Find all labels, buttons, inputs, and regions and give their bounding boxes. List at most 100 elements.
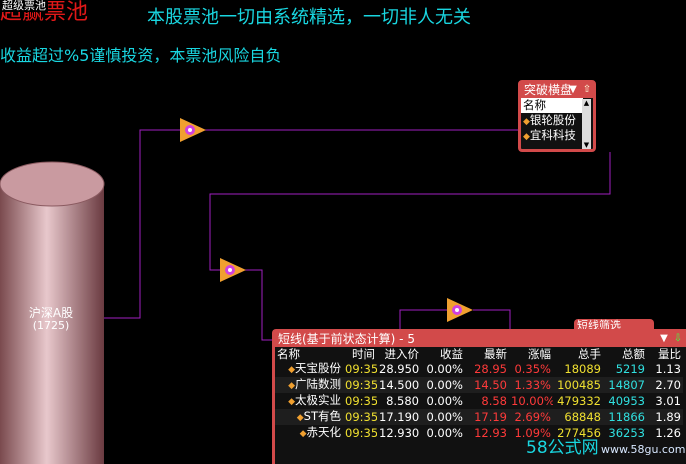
cell-latest: 28.95 <box>474 362 507 376</box>
list-item[interactable]: ◆银轮股份 <box>521 113 583 128</box>
cell-change: 2.69% <box>514 410 551 424</box>
cell-time: 09:35 <box>345 362 377 376</box>
breakout-panel-header[interactable]: 突破横盘 ▼ ⇧ <box>521 83 593 98</box>
stock-name: 太极实业 <box>295 393 341 407</box>
column-header[interactable]: 量比 <box>658 347 681 361</box>
column-header[interactable]: 时间 <box>352 347 375 361</box>
breakout-list: 名称 ◆银轮股份 ◆宜科科技 <box>521 98 583 143</box>
cell-gain: 0.00% <box>426 410 463 424</box>
cell-time: 09:35 <box>345 394 377 408</box>
dropdown-icon[interactable]: ▼ <box>660 333 668 344</box>
diamond-icon: ◆ <box>288 397 295 407</box>
filter-node-icon[interactable] <box>180 118 206 142</box>
risk-warning-text: 收益超过%5谨慎投资，本票池风险自负 <box>0 46 282 65</box>
cell-volume: 100485 <box>557 378 601 392</box>
column-header[interactable]: 总手 <box>578 347 601 361</box>
short-term-panel-header[interactable]: 短线(基于前状态计算) - 5 ▼ ⇩ <box>275 332 686 347</box>
cell-change: 10.00% <box>511 394 553 408</box>
list-item-label: 宜科科技 <box>529 128 576 142</box>
table-row[interactable]: ◆赤天化 09:35 12.930 0.00% 12.93 1.09% 2774… <box>275 425 683 441</box>
table-row[interactable]: ◆天宝股份 09:35 28.950 0.00% 28.95 0.35% 180… <box>275 361 683 377</box>
table-row[interactable]: ◆ST有色 09:35 17.190 0.00% 17.19 2.69% 688… <box>275 409 683 425</box>
list-item-label: 银轮股份 <box>529 113 576 127</box>
diamond-icon: ◆ <box>299 429 307 439</box>
cell-change: 1.09% <box>514 426 551 440</box>
column-header[interactable]: 最新 <box>484 347 507 361</box>
pin-icon[interactable]: ⇧ <box>582 84 592 95</box>
cell-gain: 0.00% <box>426 362 463 376</box>
slogan-text: 本股票池一切由系统精选，一切非人无关 <box>147 7 471 28</box>
breakout-panel-title: 突破横盘 <box>524 83 573 97</box>
stock-pool-cylinder[interactable] <box>0 161 105 464</box>
results-table: 名称 时间 进入价 收益 最新 涨幅 总手 总额 量比 ◆天宝股份 09:35 … <box>275 347 683 441</box>
cell-gain: 0.00% <box>426 394 463 408</box>
cell-change: 1.33% <box>514 378 551 392</box>
cell-vol-ratio: 1.13 <box>655 362 681 376</box>
pin-icon[interactable]: ⇩ <box>673 333 683 344</box>
pool-name: 沪深A股 <box>28 306 74 320</box>
cell-gain: 0.00% <box>426 378 463 392</box>
cell-vol-ratio: 1.89 <box>655 410 681 424</box>
cell-entry-price: 28.950 <box>379 362 420 376</box>
table-row[interactable]: ◆广陆数测 09:35 14.500 0.00% 14.50 1.33% 100… <box>275 377 683 393</box>
cell-change: 0.35% <box>514 362 551 376</box>
column-header[interactable]: 进入价 <box>384 347 420 361</box>
cell-time: 09:35 <box>345 378 377 392</box>
short-term-panel-title: 短线(基于前状态计算) - 5 <box>278 332 415 346</box>
cell-entry-price: 17.190 <box>379 410 420 424</box>
column-header[interactable]: 总额 <box>622 347 645 361</box>
cell-vol-ratio: 1.26 <box>655 426 681 440</box>
cell-vol-ratio: 3.01 <box>655 394 681 408</box>
cell-vol-ratio: 2.70 <box>655 378 681 392</box>
cell-volume: 479332 <box>557 394 601 408</box>
scroll-down-icon[interactable]: ▼ <box>583 141 590 149</box>
cell-amount: 11866 <box>608 410 645 424</box>
diamond-icon: ◆ <box>523 132 530 142</box>
dropdown-icon[interactable]: ▼ <box>569 84 577 95</box>
cell-entry-price: 14.500 <box>379 378 420 392</box>
cell-volume: 18089 <box>564 362 601 376</box>
diamond-icon: ◆ <box>296 413 304 423</box>
short-term-panel[interactable]: 短线(基于前状态计算) - 5 ▼ ⇩ 名称 时间 进入价 收益 最新 涨幅 总… <box>272 329 686 464</box>
app-title-overlay: 超级票池 <box>0 0 48 12</box>
filter-node-icon[interactable] <box>220 258 246 282</box>
cell-amount: 5219 <box>615 362 645 376</box>
diamond-icon: ◆ <box>288 381 295 391</box>
diamond-icon: ◆ <box>288 365 295 375</box>
cell-latest: 17.19 <box>474 410 507 424</box>
filter-node-icon[interactable] <box>447 298 473 322</box>
breakout-panel[interactable]: 突破横盘 ▼ ⇧ 名称 ◆银轮股份 ◆宜科科技 ▲ ▼ <box>518 80 596 152</box>
column-header[interactable]: 涨幅 <box>528 347 551 361</box>
cell-latest: 14.50 <box>474 378 507 392</box>
stock-name: 广陆数测 <box>295 377 341 391</box>
cell-latest: 8.58 <box>481 394 507 408</box>
column-header[interactable]: 收益 <box>440 347 463 361</box>
cell-gain: 0.00% <box>426 426 463 440</box>
cell-amount: 36253 <box>608 426 645 440</box>
watermark-url: www.58gu.com <box>601 443 686 456</box>
cell-volume: 68848 <box>564 410 601 424</box>
cell-time: 09:35 <box>345 426 377 440</box>
breakout-column-header[interactable]: 名称 <box>521 98 583 113</box>
flow-wires <box>104 129 611 341</box>
short-filter-tab-title: 短线筛选 <box>577 319 621 332</box>
cell-amount: 14807 <box>608 378 645 392</box>
scrollbar[interactable]: ▲ ▼ <box>582 99 591 149</box>
stock-name: 赤天化 <box>306 425 342 439</box>
cell-volume: 277456 <box>557 426 601 440</box>
stock-name: ST有色 <box>303 409 341 423</box>
cell-entry-price: 8.580 <box>386 394 419 408</box>
watermark-brand: 58公式网 <box>526 438 599 458</box>
table-header-row: 名称 时间 进入价 收益 最新 涨幅 总手 总额 量比 <box>275 347 683 361</box>
table-row[interactable]: ◆太极实业 09:35 8.580 0.00% 8.58 10.00% 4793… <box>275 393 683 409</box>
cell-amount: 40953 <box>608 394 645 408</box>
list-item[interactable]: ◆宜科科技 <box>521 128 583 143</box>
cell-time: 09:35 <box>345 410 377 424</box>
cell-entry-price: 12.930 <box>379 426 420 440</box>
stock-name: 天宝股份 <box>295 361 341 375</box>
pool-count: (1725) <box>32 319 70 332</box>
scroll-up-icon[interactable]: ▲ <box>583 99 590 107</box>
diamond-icon: ◆ <box>523 117 530 127</box>
column-header[interactable]: 名称 <box>277 347 300 361</box>
